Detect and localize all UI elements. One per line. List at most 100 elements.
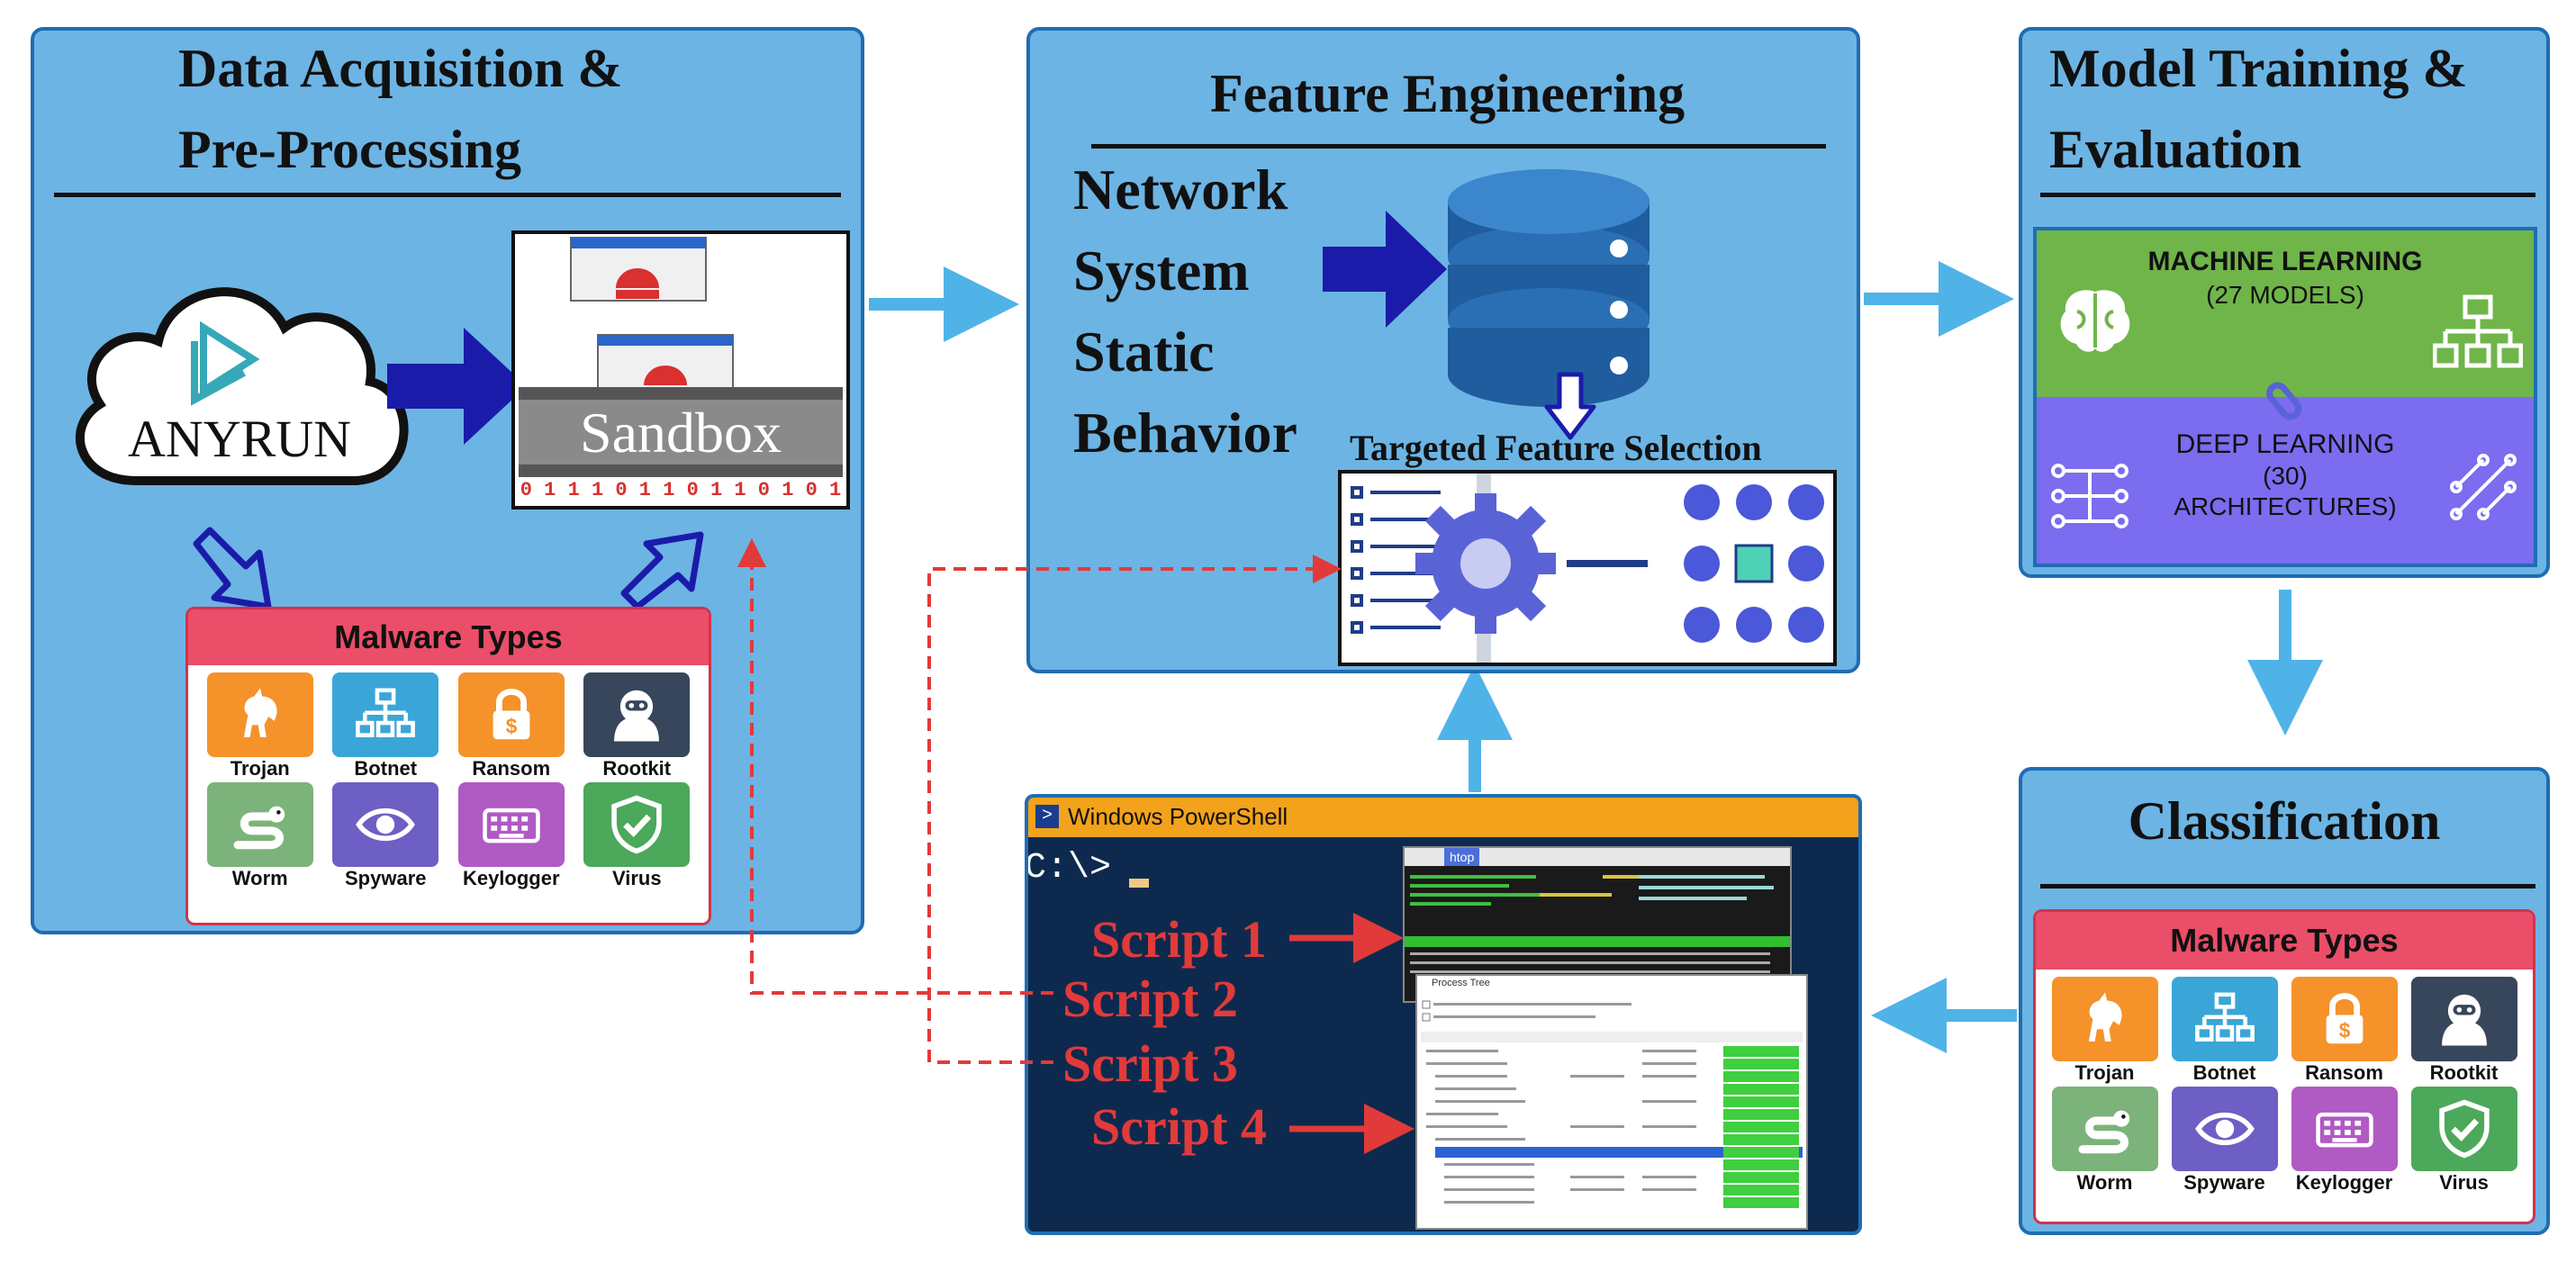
feature-title: Feature Engineering	[1210, 64, 1686, 123]
keyboard-icon	[2291, 1087, 2398, 1171]
malware-type-label: Virus	[2439, 1171, 2489, 1194]
malware-types-title-classification: Malware Types	[2036, 912, 2533, 970]
dl-architectures: ARCHITECTURES)	[2174, 492, 2397, 520]
eye-icon	[2171, 1087, 2278, 1171]
arrow-malware-to-sandbox	[620, 531, 704, 610]
targeted-feature-selection-label: Targeted Feature Selection	[1350, 428, 1762, 468]
arrow-cloud-to-sandbox	[387, 328, 527, 445]
model-title-line1: Model Training &	[2049, 39, 2468, 98]
circuit-icon	[2450, 454, 2517, 520]
malware-type-label: Trojan	[230, 757, 290, 780]
neural-network-icon	[2051, 464, 2129, 528]
malware-type-ransom-cls: $Ransom	[2284, 977, 2404, 1085]
hacker-icon	[2410, 977, 2517, 1061]
anyrun-logo-icon	[191, 320, 260, 406]
acquisition-panel: Data Acquisition & Pre-Processing ANYRUN	[31, 27, 864, 934]
model-panel: Model Training & Evaluation MACHINE LEAR…	[2019, 27, 2550, 578]
shield-check-icon	[2410, 1087, 2517, 1171]
malware-type-label: Rootkit	[2429, 1061, 2499, 1084]
hacker-icon	[583, 672, 691, 757]
process-tree-window: Process Tree	[1415, 974, 1808, 1230]
horse-icon	[206, 672, 313, 757]
htop-content	[1405, 875, 1790, 973]
malware-type-label: Ransom	[2305, 1061, 2383, 1084]
powershell-titlebar: > Windows PowerShell	[1028, 798, 1858, 837]
database-icon	[1448, 169, 1650, 407]
android-icon	[616, 268, 659, 299]
malware-type-label: Keylogger	[2295, 1171, 2393, 1194]
arrow-cloud-to-malware	[193, 527, 272, 610]
feature-category-behavior: Behavior	[1073, 401, 1297, 465]
malware-type-virus-acq: Virus	[574, 782, 700, 890]
feature-category-system: System	[1073, 239, 1250, 302]
classification-title: Classification	[2128, 791, 2441, 851]
script-4-label: Script 4	[1091, 1097, 1267, 1156]
malware-type-label: Rootkit	[602, 757, 672, 780]
malware-type-worm-cls: Worm	[2045, 1087, 2165, 1195]
classification-title-rule	[2040, 884, 2535, 889]
malware-types-title: Malware Types	[188, 609, 709, 665]
malware-type-trojan-acq: Trojan	[197, 672, 323, 780]
powershell-title: Windows PowerShell	[1068, 803, 1288, 830]
lock-icon: $	[457, 672, 565, 757]
dl-count: (30)	[2263, 462, 2308, 490]
shield-check-icon	[583, 782, 691, 867]
horse-icon	[2051, 977, 2158, 1061]
process-tree-content	[1421, 1000, 1803, 1208]
anyrun-label: ANYRUN	[127, 410, 352, 468]
htop-titlebar	[1405, 848, 1790, 866]
sandbox-label: Sandbox	[580, 401, 782, 465]
malware-type-botnet-acq: Botnet	[323, 672, 449, 780]
eye-icon	[332, 782, 439, 867]
worm-icon	[206, 782, 313, 867]
sandbox-binary: 0 1 1 1 0 1 1 0 1 1 0 1 0 1	[515, 479, 846, 501]
anyrun-cloud-icon	[75, 287, 409, 485]
malware-type-label: Ransom	[472, 757, 551, 780]
malware-type-label: Botnet	[354, 757, 418, 780]
malware-type-spyware-cls: Spyware	[2165, 1087, 2284, 1195]
malware-type-rootkit-cls: Rootkit	[2404, 977, 2524, 1085]
ml-title: MACHINE LEARNING	[2147, 247, 2423, 276]
dl-section: DEEP LEARNING (30) ARCHITECTURES)	[2037, 397, 2534, 564]
script-1-label: Script 1	[1091, 910, 1267, 969]
keyboard-icon	[457, 782, 565, 867]
network-icon	[332, 672, 439, 757]
malware-type-label: Spyware	[2183, 1171, 2265, 1194]
process-tree-title: Process Tree	[1432, 978, 1490, 988]
script-3-label: Script 3	[1062, 1034, 1238, 1093]
feature-category-static: Static	[1073, 320, 1215, 383]
model-title-rule	[2040, 193, 2535, 197]
malware-type-label: Botnet	[2192, 1061, 2256, 1084]
ml-section: MACHINE LEARNING (27 MODELS)	[2037, 230, 2534, 397]
sandbox-box: Sandbox 0 1 1 1 0 1 1 0 1 1 0 1 0 1	[511, 230, 850, 510]
link-icon	[2266, 382, 2302, 420]
powershell-icon: >	[1035, 805, 1059, 828]
acquisition-title-rule	[54, 193, 841, 197]
selected-features-grid-icon	[1684, 484, 1824, 643]
malware-type-label: Spyware	[345, 867, 427, 889]
malware-type-keylogger-acq: Keylogger	[448, 782, 574, 890]
malware-type-rootkit-acq: Rootkit	[574, 672, 700, 780]
malware-type-ransom-acq: $Ransom	[448, 672, 574, 780]
htop-title: htop	[1444, 848, 1480, 866]
sandbox-illustration	[519, 237, 843, 477]
powershell-prompt[interactable]: C:\>	[1025, 848, 1112, 889]
arrow-database-to-selection	[1544, 372, 1596, 440]
hierarchy-icon	[2433, 294, 2523, 368]
worm-icon	[2051, 1087, 2158, 1171]
acquisition-title-line1: Data Acquisition &	[178, 39, 623, 98]
malware-type-label: Virus	[611, 867, 662, 889]
malware-type-botnet-cls: Botnet	[2165, 977, 2284, 1085]
powershell-window: > Windows PowerShell C:\> htop Process T…	[1025, 794, 1862, 1235]
lock-icon: $	[2291, 977, 2398, 1061]
cursor	[1129, 879, 1149, 888]
feature-selection-illustration	[1351, 474, 1824, 663]
malware-type-virus-cls: Virus	[2404, 1087, 2524, 1195]
brain-icon	[2060, 290, 2130, 352]
